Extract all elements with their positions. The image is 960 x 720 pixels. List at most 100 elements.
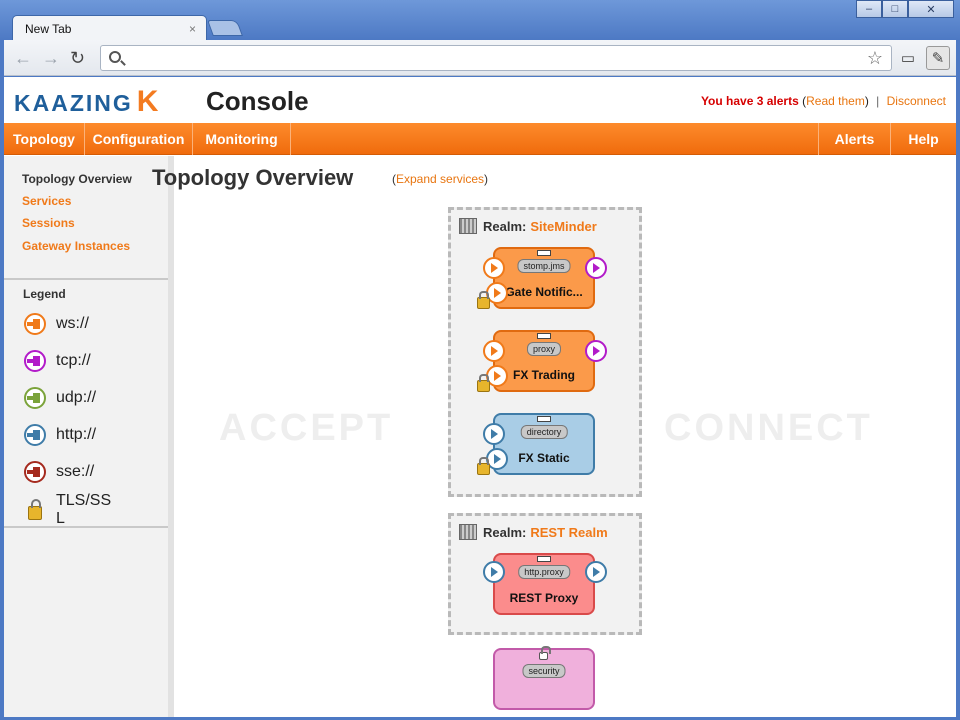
lock-icon	[539, 646, 551, 660]
connector-icon	[537, 556, 551, 562]
service-name: Gate Notific...	[505, 285, 583, 299]
paren-open: (	[798, 94, 807, 108]
legend-title: Legend	[23, 287, 66, 301]
sidebar-divider	[4, 526, 168, 528]
menu-monitoring[interactable]: Monitoring	[193, 123, 291, 155]
http-accept-port-icon[interactable]	[483, 561, 505, 583]
tcp-connect-port-icon[interactable]	[585, 340, 607, 362]
service-security[interactable]: security	[493, 646, 595, 710]
browser-toolbar: ← → ↻ ☆ ▭ ✎	[4, 40, 956, 76]
legend-label: ws://	[56, 315, 89, 332]
realm-name: REST Realm	[530, 524, 608, 540]
disconnect-link[interactable]: Disconnect	[886, 94, 946, 108]
sidebar-item-topology-overview[interactable]: Topology Overview	[22, 172, 132, 186]
back-icon[interactable]: ←	[14, 48, 32, 68]
legend-label: udp://	[56, 389, 97, 406]
legend-label: TLS/SSL	[56, 492, 112, 527]
service-gate-notification[interactable]: stomp.jms Gate Notific...	[493, 247, 595, 309]
lock-icon	[477, 457, 490, 475]
firewall-icon	[459, 524, 477, 540]
logo-text: KAAZING	[14, 90, 133, 116]
close-window-button[interactable]: ✕	[908, 0, 954, 18]
legend-udp: udp://	[24, 386, 96, 410]
connect-watermark: CONNECT	[664, 407, 873, 449]
http-accept-port-icon[interactable]	[483, 423, 505, 445]
tcp-arrow-icon	[24, 350, 46, 372]
realm-label: Realm:	[483, 524, 527, 540]
legend-tls: TLS/SSL	[24, 492, 116, 532]
search-icon	[109, 51, 121, 63]
service-type-tag: proxy	[526, 342, 562, 356]
sidebar-item-services[interactable]: Services	[22, 194, 72, 208]
service-name: FX Trading	[512, 368, 575, 382]
alerts-count: You have 3 alerts	[700, 94, 799, 108]
service-name: REST Proxy	[509, 591, 579, 605]
expand-services-link[interactable]: Expand services	[396, 172, 485, 186]
lock-icon	[477, 291, 490, 309]
realm-header: Realm: REST Realm	[459, 524, 608, 540]
paren-open: (	[392, 172, 396, 186]
main-menu: Topology Configuration Monitoring Alerts…	[4, 123, 956, 155]
http-arrow-icon	[24, 424, 46, 446]
service-type-tag: stomp.jms	[517, 259, 571, 273]
ws-accept-port-icon[interactable]	[483, 340, 505, 362]
minimize-button[interactable]: –	[856, 0, 882, 18]
legend-tcp: tcp://	[24, 349, 91, 373]
separator: |	[876, 94, 880, 108]
ws-arrow-icon	[24, 313, 46, 335]
wrench-icon[interactable]: ✎	[926, 46, 950, 70]
lock-icon	[477, 374, 490, 392]
bookmark-star-icon[interactable]: ☆	[866, 48, 883, 68]
lock-icon	[24, 492, 46, 520]
legend-label: http://	[56, 426, 97, 443]
realm-siteminder: Realm: SiteMinder stomp.jms Gate Notific…	[448, 207, 642, 497]
firewall-icon	[459, 218, 477, 234]
sidebar-item-gateway-instances[interactable]: Gateway Instances	[22, 239, 131, 253]
browser-tab[interactable]: New Tab ×	[12, 15, 207, 41]
service-name: FX Static	[518, 451, 570, 465]
menu-topology[interactable]: Topology	[4, 123, 85, 155]
sidebar-divider	[4, 278, 168, 280]
page-title: Topology Overview	[152, 165, 354, 190]
menu-configuration[interactable]: Configuration	[85, 123, 193, 155]
service-rest-proxy[interactable]: http.proxy REST Proxy	[493, 553, 595, 615]
read-alerts-link[interactable]: Read them	[806, 94, 865, 108]
accept-watermark: ACCEPT	[219, 407, 394, 449]
menu-alerts[interactable]: Alerts	[818, 123, 890, 155]
forward-icon[interactable]: →	[42, 48, 60, 68]
ws-accept-port-icon[interactable]	[483, 257, 505, 279]
legend-ws: ws://	[24, 312, 89, 336]
sidebar: Topology Overview Services Sessions Gate…	[4, 156, 174, 717]
logo-mark: K	[136, 85, 161, 118]
tcp-connect-port-icon[interactable]	[585, 257, 607, 279]
http-connect-port-icon[interactable]	[585, 561, 607, 583]
address-bar[interactable]: ☆	[100, 45, 892, 71]
tab-close-icon[interactable]: ×	[188, 22, 196, 36]
alerts-area: You have 3 alerts (Read them) | Disconne…	[701, 94, 946, 108]
realm-label: Realm:	[483, 218, 527, 234]
legend-http: http://	[24, 423, 96, 447]
legend-label: tcp://	[56, 352, 91, 369]
service-type-tag: security	[522, 664, 566, 678]
window-controls: – □ ✕	[856, 0, 954, 18]
legend-sse: sse://	[24, 460, 94, 484]
console-title: Console	[206, 86, 309, 116]
new-tab-button[interactable]	[207, 20, 243, 36]
service-fx-static[interactable]: directory FX Static	[493, 413, 595, 475]
page-menu-icon[interactable]: ▭	[900, 50, 916, 67]
connector-icon	[537, 333, 551, 339]
reload-icon[interactable]: ↻	[70, 48, 86, 68]
connector-icon	[537, 250, 551, 256]
sidebar-item-sessions[interactable]: Sessions	[22, 216, 75, 230]
service-type-tag: http.proxy	[518, 565, 570, 579]
maximize-button[interactable]: □	[882, 0, 908, 18]
connector-icon	[537, 416, 551, 422]
tab-title: New Tab	[25, 22, 72, 36]
sse-arrow-icon	[24, 461, 46, 483]
realm-header: Realm: SiteMinder	[459, 218, 597, 234]
service-fx-trading[interactable]: proxy FX Trading	[493, 330, 595, 392]
menu-help[interactable]: Help	[890, 123, 956, 155]
service-type-tag: directory	[520, 425, 568, 439]
